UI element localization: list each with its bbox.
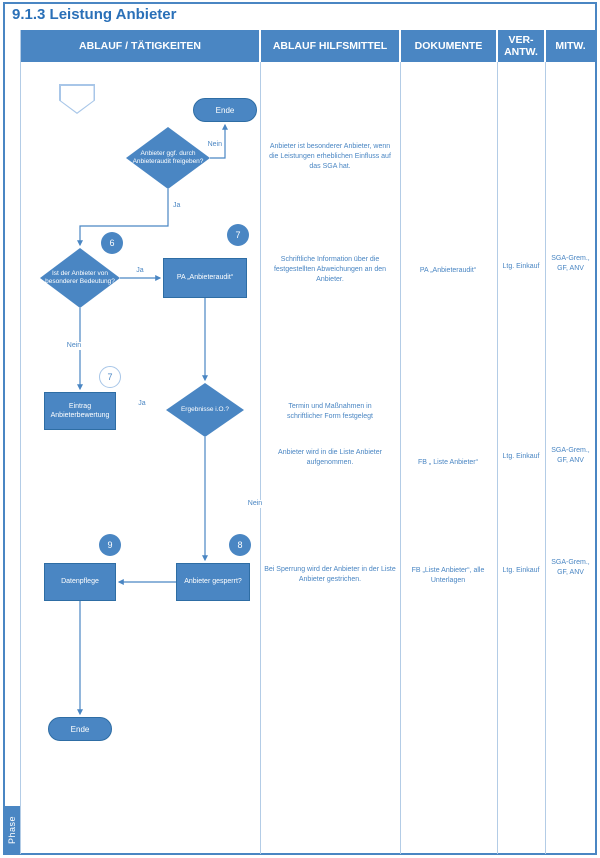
edge-label-nein-1: Nein bbox=[200, 141, 222, 150]
document-ref-3: FB „Liste Anbieter“, alle Unterlagen bbox=[411, 567, 485, 585]
responsible-1: Ltg. Einkauf bbox=[502, 263, 540, 270]
aid-note-3: Termin und Maßnahmen in schriftlicher Fo… bbox=[287, 403, 373, 421]
aid-note-2: Schriftliche Information über die festge… bbox=[273, 256, 387, 284]
column-divider bbox=[497, 62, 498, 854]
offpage-connector-shape bbox=[59, 84, 95, 114]
phase-label: Phase bbox=[7, 815, 17, 845]
document-ref-1: PA „Anbieteraudit“ bbox=[419, 267, 477, 274]
column-header-activities: ABLAUF / TÄTIGKEITEN bbox=[79, 39, 201, 52]
table-header-bar bbox=[20, 30, 596, 62]
document-ref-2: FB „ Liste Anbieter“ bbox=[418, 459, 478, 466]
phase-band: Phase bbox=[4, 806, 20, 854]
header-separator bbox=[496, 30, 498, 62]
column-header-responsible: VER-ANTW. bbox=[504, 33, 538, 58]
process-pa-anbieteraudit: PA „Anbieteraudit“ bbox=[163, 258, 247, 298]
column-header-contributors: MITW. bbox=[555, 39, 586, 52]
column-divider bbox=[20, 30, 21, 854]
contributors-3: SGA-Grem., GF, ANV bbox=[551, 559, 590, 577]
column-header-documents: DOKUMENTE bbox=[414, 39, 483, 52]
end-node-top: Ende bbox=[193, 98, 257, 122]
page-title: 9.1.3 Leistung Anbieter bbox=[12, 6, 177, 23]
edge-label-ja-1: Ja bbox=[173, 202, 191, 211]
column-header-aids: ABLAUF HILFSMITTEL bbox=[272, 39, 388, 52]
edge-label-ja-3: Ja bbox=[130, 400, 154, 409]
decision-importance: Ist der Anbieter von besonderer Bedeutun… bbox=[40, 248, 120, 308]
aid-note-4: Anbieter wird in die Liste Anbieter aufg… bbox=[278, 449, 382, 467]
edge-label-ja-2: Ja bbox=[128, 267, 152, 276]
end-node-bottom: Ende bbox=[48, 717, 112, 741]
step-badge-7: 7 bbox=[227, 224, 249, 246]
column-divider bbox=[545, 62, 546, 854]
edge-label-nein-2: Nein bbox=[61, 342, 87, 351]
page-border bbox=[3, 2, 597, 855]
header-separator bbox=[544, 30, 546, 62]
step-badge-8: 8 bbox=[229, 534, 251, 556]
edge-label-nein-3: Nein bbox=[241, 500, 269, 509]
column-divider bbox=[400, 62, 401, 854]
aid-note-1: Anbieter ist besonderer Anbieter, wenn d… bbox=[269, 143, 391, 171]
step-badge-7-outline: 7 bbox=[99, 366, 121, 388]
aid-note-5: Bei Sperrung wird der Anbieter in der Li… bbox=[264, 566, 396, 584]
step-badge-6: 6 bbox=[101, 232, 123, 254]
contributors-2: SGA-Grem., GF, ANV bbox=[551, 447, 590, 465]
decision-audit-release: Anbieter ggf. durch Anbieteraudit freige… bbox=[126, 127, 210, 189]
header-separator bbox=[399, 30, 401, 62]
contributors-1: SGA-Grem., GF, ANV bbox=[551, 255, 590, 273]
decision-ergebnisse: Ergebnisse i.O.? bbox=[166, 383, 244, 437]
responsible-2: Ltg. Einkauf bbox=[502, 453, 540, 460]
column-divider bbox=[260, 62, 261, 854]
process-anbieter-gesperrt: Anbieter gesperrt? bbox=[176, 563, 250, 601]
process-eintrag-anbieterbewertung: Eintrag Anbieterbewertung bbox=[44, 392, 116, 430]
responsible-3: Ltg. Einkauf bbox=[502, 567, 540, 574]
step-badge-9: 9 bbox=[99, 534, 121, 556]
header-separator bbox=[259, 30, 261, 62]
process-datenpflege: Datenpflege bbox=[44, 563, 116, 601]
